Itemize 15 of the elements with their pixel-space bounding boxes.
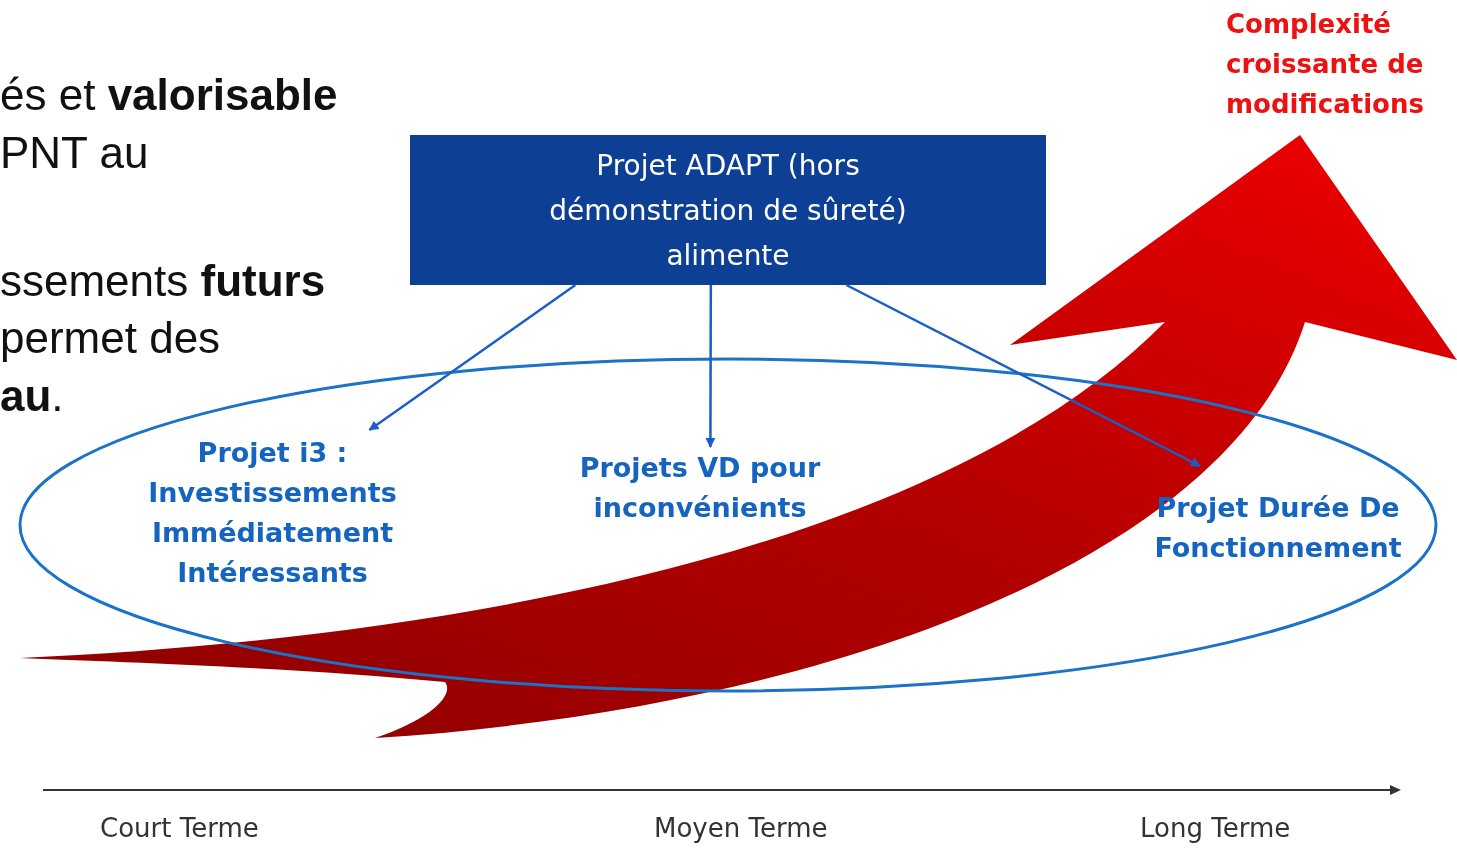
axis-label: Long Terme	[1140, 813, 1291, 843]
arrow	[705, 285, 716, 448]
project-label: Projets VD pour inconvénients	[570, 447, 830, 529]
description-text: PNT au	[0, 128, 149, 178]
axis-label: Court Terme	[100, 813, 259, 843]
arrow	[845, 283, 1201, 468]
arrow	[368, 283, 577, 432]
description-text: au.	[0, 371, 64, 421]
description-text: és et valorisable	[0, 70, 338, 120]
project-box: Projet ADAPT (hors démonstration de sûreté) alimente	[410, 135, 1046, 285]
complexity-note: Complexité croissante de modifications	[1226, 8, 1425, 121]
axis-label: Moyen Terme	[654, 813, 828, 843]
description-text: ssements futurs	[0, 256, 326, 306]
description-text: permet des	[0, 313, 221, 363]
project-label: Projet i3 : Investissements Immédiatement Intéressants	[145, 430, 400, 595]
